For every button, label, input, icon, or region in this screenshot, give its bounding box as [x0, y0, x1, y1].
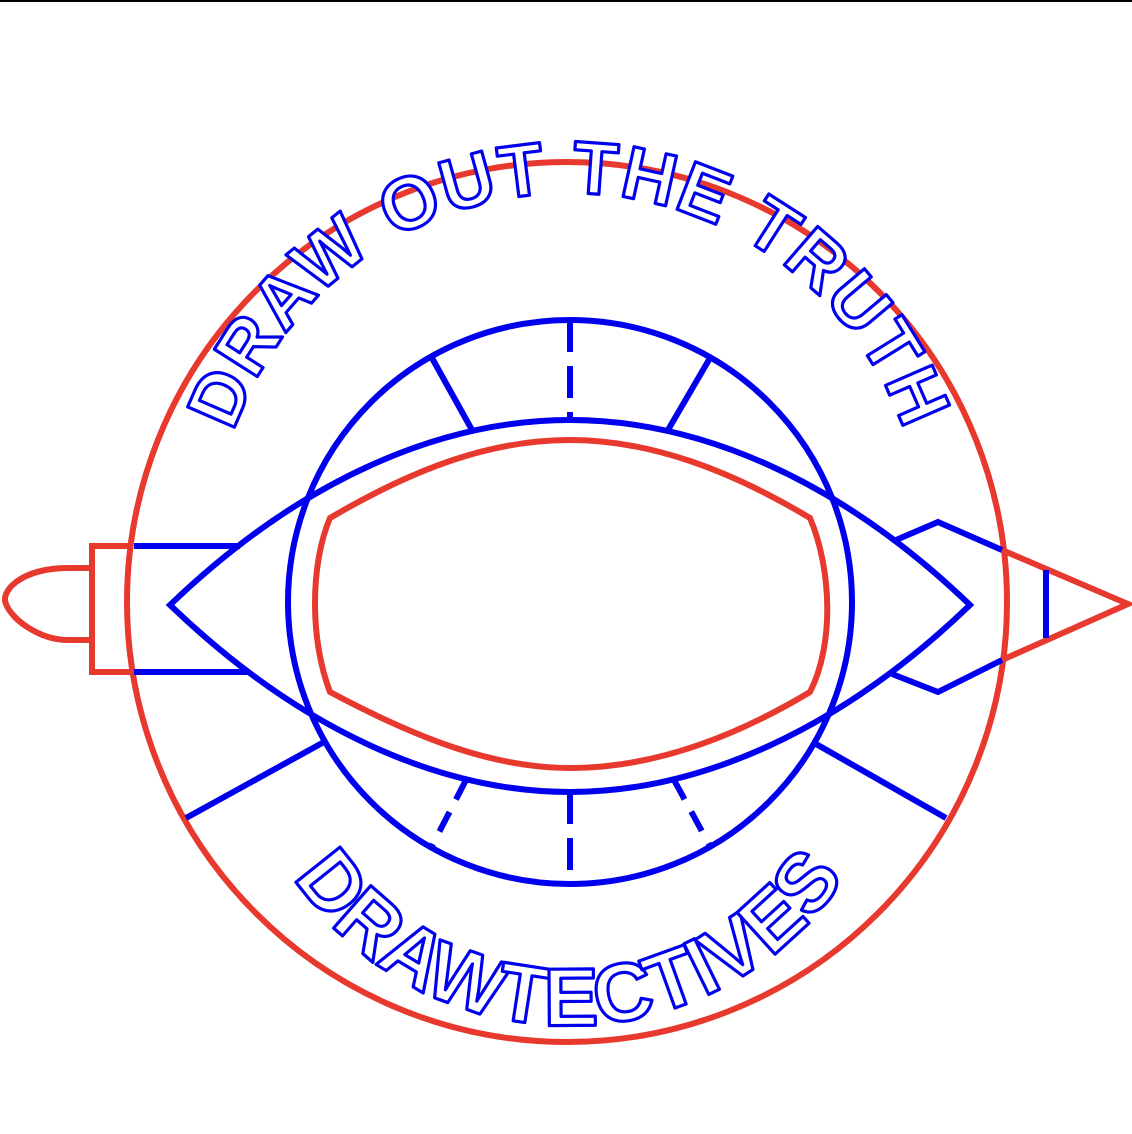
pencil-ferrule [89, 543, 130, 675]
lower-left-dashes [429, 778, 469, 848]
top-border-line [0, 0, 1132, 2]
lower-band-right [814, 741, 948, 821]
outer-badge-ring [124, 159, 1010, 1045]
pencil-body-right-lower [890, 657, 1004, 696]
eye-outline [165, 416, 975, 796]
upper-right-line [665, 356, 713, 432]
lower-band-left [184, 739, 326, 821]
pencil-tip [1000, 547, 1132, 663]
pencil-body-right [894, 518, 1004, 553]
lower-right-dashes [671, 778, 713, 848]
upper-left-line [429, 356, 475, 432]
pencil-eraser [2, 565, 92, 643]
inner-lens [312, 436, 831, 772]
